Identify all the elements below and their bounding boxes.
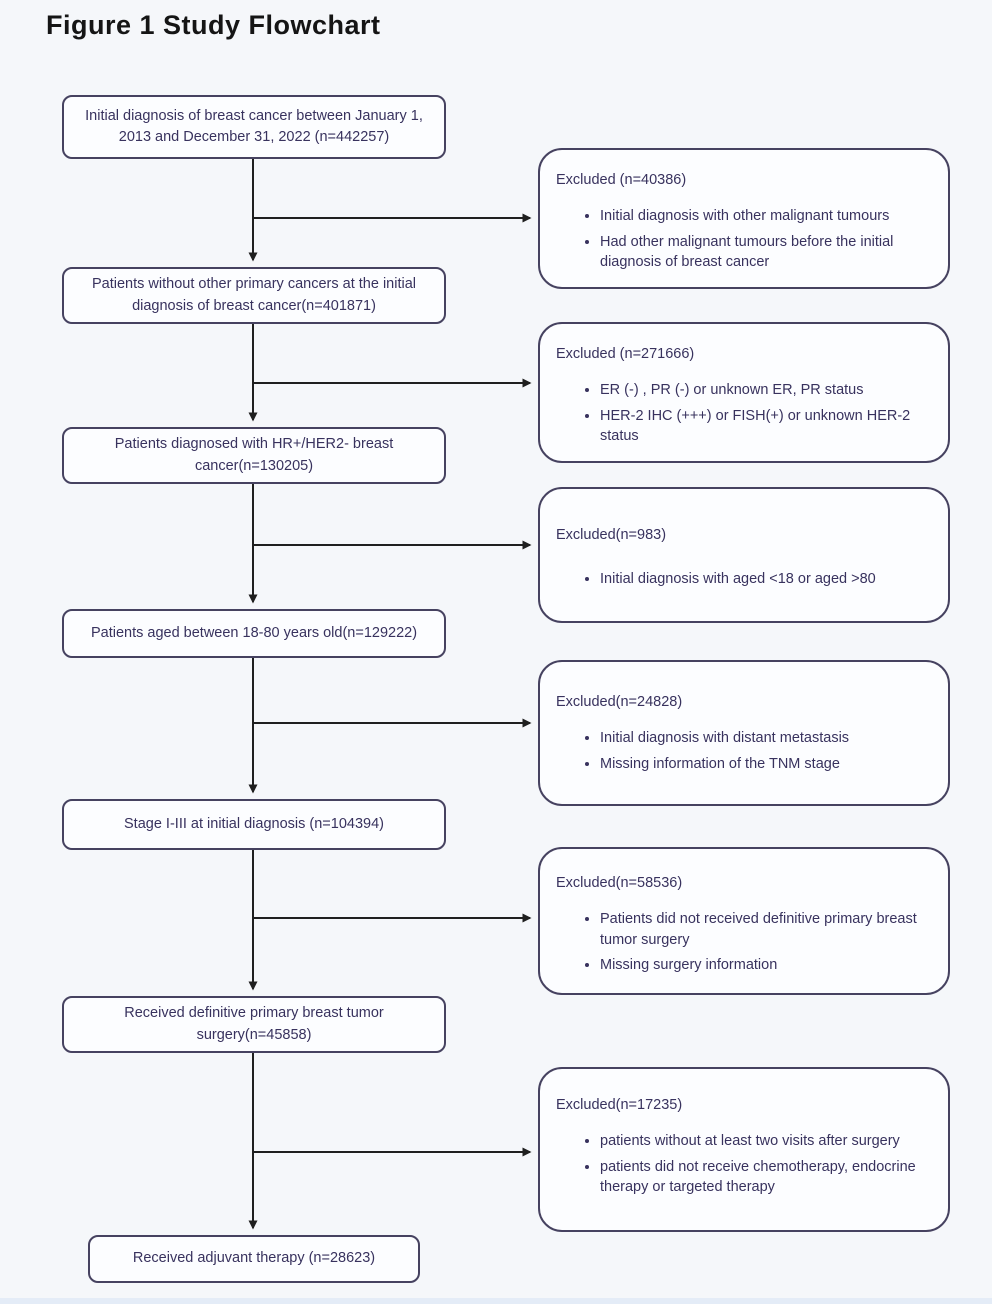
- exclusion-bullet: Initial diagnosis with other malignant t…: [600, 206, 934, 226]
- exclusion-list: ER (-) , PR (-) or unknown ER, PR status…: [556, 380, 934, 446]
- excluded-box-2: Excluded (n=271666) ER (-) , PR (-) or u…: [538, 322, 950, 463]
- exclusion-header: Excluded (n=271666): [556, 346, 695, 362]
- exclusion-bullet: Missing information of the TNM stage: [600, 754, 934, 774]
- step-label: Initial diagnosis of breast cancer betwe…: [85, 107, 423, 145]
- exclusion-bullet: Missing surgery information: [600, 955, 934, 975]
- exclusion-bullet: patients did not receive chemotherapy, e…: [600, 1157, 934, 1198]
- step-label: Received definitive primary breast tumor…: [124, 1005, 384, 1043]
- excluded-box-1: Excluded (n=40386) Initial diagnosis wit…: [538, 148, 950, 289]
- exclusion-bullet: Initial diagnosis with aged <18 or aged …: [600, 569, 934, 589]
- step-hr-her2-breast-cancer: Patients diagnosed with HR+/HER2- breast…: [62, 427, 446, 484]
- page-title: Figure 1 Study Flowchart: [46, 10, 381, 40]
- step-label: Patients diagnosed with HR+/HER2- breast…: [114, 436, 394, 474]
- step-adjuvant-therapy: Received adjuvant therapy (n=28623): [88, 1235, 420, 1283]
- step-label: Received adjuvant therapy (n=28623): [132, 1250, 376, 1267]
- exclusion-header: Excluded(n=17235): [556, 1097, 683, 1113]
- excluded-box-4: Excluded(n=24828) Initial diagnosis with…: [538, 660, 950, 806]
- exclusion-list: Patients did not received definitive pri…: [556, 909, 934, 975]
- exclusion-bullet: Initial diagnosis with distant metastasi…: [600, 728, 934, 748]
- exclusion-header: Excluded (n=40386): [556, 172, 687, 188]
- excluded-box-6: Excluded(n=17235) patients without at le…: [538, 1067, 950, 1232]
- step-definitive-surgery: Received definitive primary breast tumor…: [62, 996, 446, 1053]
- exclusion-bullet: patients without at least two visits aft…: [600, 1131, 934, 1151]
- excluded-box-3: Excluded(n=983) Initial diagnosis with a…: [538, 487, 950, 623]
- step-aged-18-80: Patients aged between 18-80 years old(n=…: [62, 609, 446, 658]
- step-initial-diagnosis: Initial diagnosis of breast cancer betwe…: [62, 95, 446, 159]
- exclusion-list: Initial diagnosis with aged <18 or aged …: [556, 569, 934, 589]
- exclusion-bullet: Had other malignant tumours before the i…: [600, 232, 934, 273]
- step-label: Patients without other primary cancers a…: [92, 276, 416, 314]
- exclusion-bullet: HER-2 IHC (+++) or FISH(+) or unknown HE…: [600, 406, 934, 447]
- exclusion-header: Excluded(n=58536): [556, 875, 683, 891]
- exclusion-list: Initial diagnosis with distant metastasi…: [556, 728, 934, 774]
- step-no-other-primary-cancers: Patients without other primary cancers a…: [62, 267, 446, 324]
- exclusion-bullet: Patients did not received definitive pri…: [600, 909, 934, 950]
- bottom-strip: [0, 1298, 992, 1304]
- exclusion-bullet: ER (-) , PR (-) or unknown ER, PR status: [600, 380, 934, 400]
- excluded-box-5: Excluded(n=58536) Patients did not recei…: [538, 847, 950, 995]
- exclusion-header: Excluded(n=983): [556, 527, 667, 543]
- exclusion-header: Excluded(n=24828): [556, 694, 683, 710]
- exclusion-list: Initial diagnosis with other malignant t…: [556, 206, 934, 272]
- step-label: Patients aged between 18-80 years old(n=…: [90, 624, 418, 641]
- exclusion-list: patients without at least two visits aft…: [556, 1131, 934, 1197]
- step-stage-i-iii: Stage I-III at initial diagnosis (n=1043…: [62, 799, 446, 850]
- step-label: Stage I-III at initial diagnosis (n=1043…: [124, 815, 384, 832]
